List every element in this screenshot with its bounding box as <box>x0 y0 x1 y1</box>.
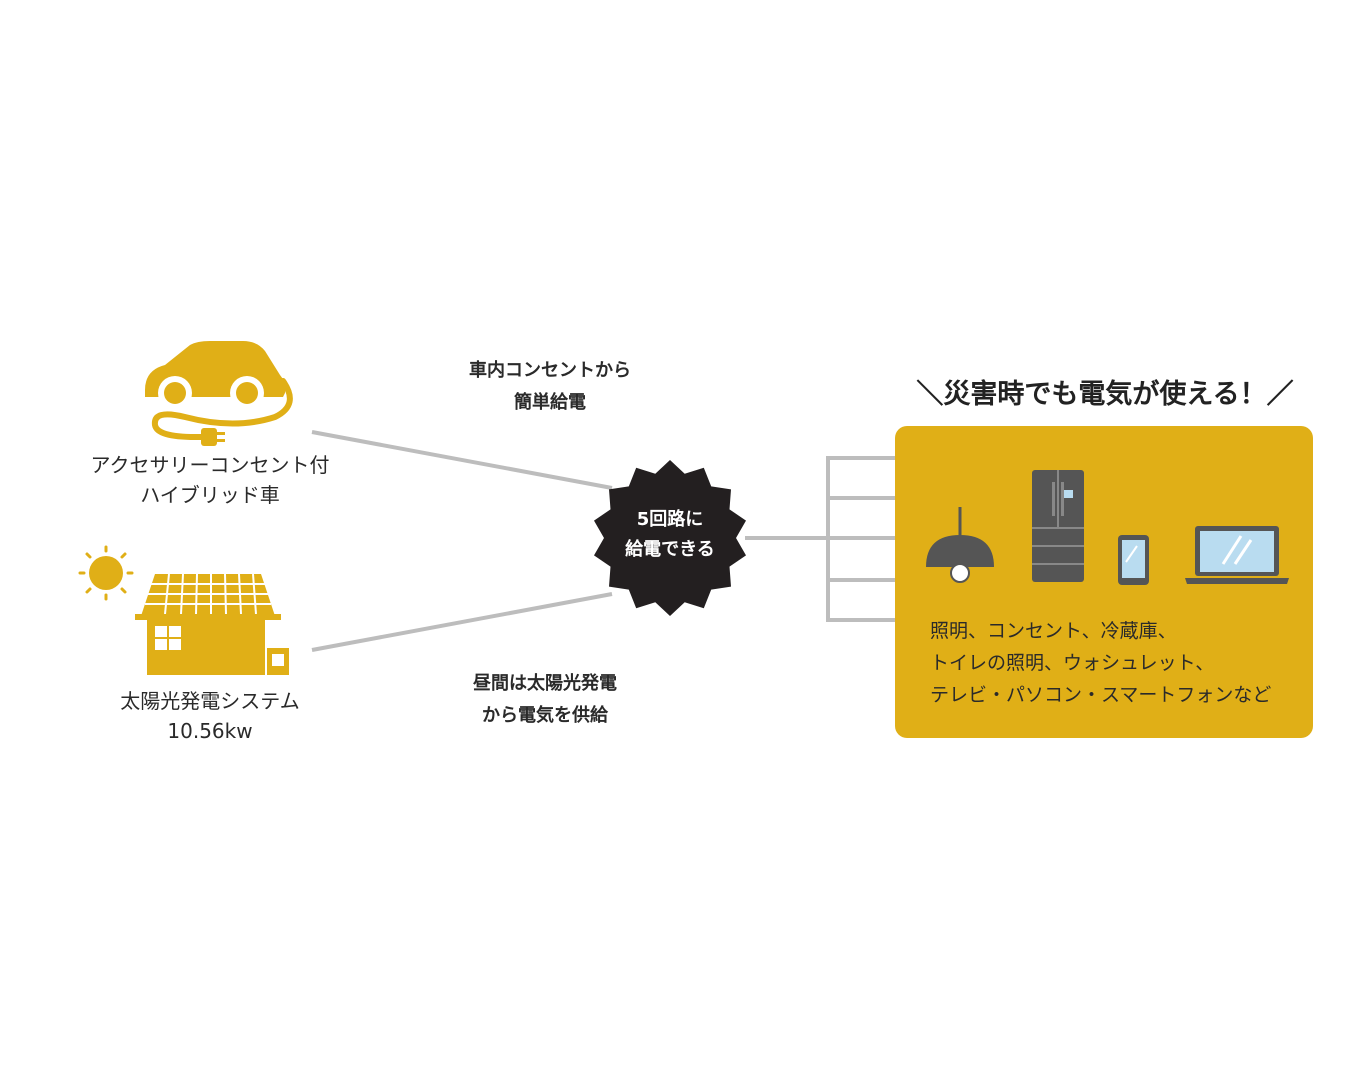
sun-icon <box>78 545 134 601</box>
solar-note-line1: 昼間は太陽光発電 <box>473 673 617 694</box>
hub-label-line2: 給電できる <box>625 539 715 560</box>
appliance-list-line2: トイレの照明、ウォシュレット、 <box>930 652 1215 674</box>
plug-in-hybrid-car-icon <box>145 341 293 446</box>
hub-label-line1: 5回路に <box>636 509 704 530</box>
solar-connection-line <box>311 592 613 652</box>
laptop-icon <box>1185 526 1289 584</box>
hub-label: 5回路に 給電できる <box>590 505 750 565</box>
car-note-line2: 簡単給電 <box>514 392 586 413</box>
pendant-lamp-icon <box>926 507 994 583</box>
car-label-line2: ハイブリッド車 <box>140 483 280 507</box>
car-source-label: アクセサリーコンセント付 ハイブリッド車 <box>60 450 360 510</box>
solar-label-line1: 太陽光発電システム <box>120 689 300 713</box>
appliance-list: 照明、コンセント、冷蔵庫、 トイレの照明、ウォシュレット、 テレビ・パソコン・ス… <box>930 615 1271 711</box>
smartphone-icon <box>1118 535 1149 585</box>
solar-house-icon <box>135 573 289 675</box>
solar-source-label: 太陽光発電システム 10.56kw <box>60 686 360 746</box>
car-connection-note: 車内コンセントから 簡単給電 <box>400 355 700 419</box>
appliance-list-line3: テレビ・パソコン・スマートフォンなど <box>930 684 1272 706</box>
solar-label-line2: 10.56kw <box>167 719 253 743</box>
solar-connection-note: 昼間は太陽光発電 から電気を供給 <box>395 668 695 732</box>
car-note-line1: 車内コンセントから <box>469 360 631 381</box>
circuit-bus <box>826 456 895 622</box>
refrigerator-icon <box>1032 470 1084 582</box>
car-label-line1: アクセサリーコンセント付 <box>90 453 330 477</box>
car-connection-line <box>311 430 613 490</box>
solar-note-line2: から電気を供給 <box>482 705 608 726</box>
appliance-list-line1: 照明、コンセント、冷蔵庫、 <box>930 620 1177 642</box>
power-hub-burst <box>594 460 746 616</box>
output-headline: ＼災害時でも電気が使える！／ <box>916 379 1294 410</box>
